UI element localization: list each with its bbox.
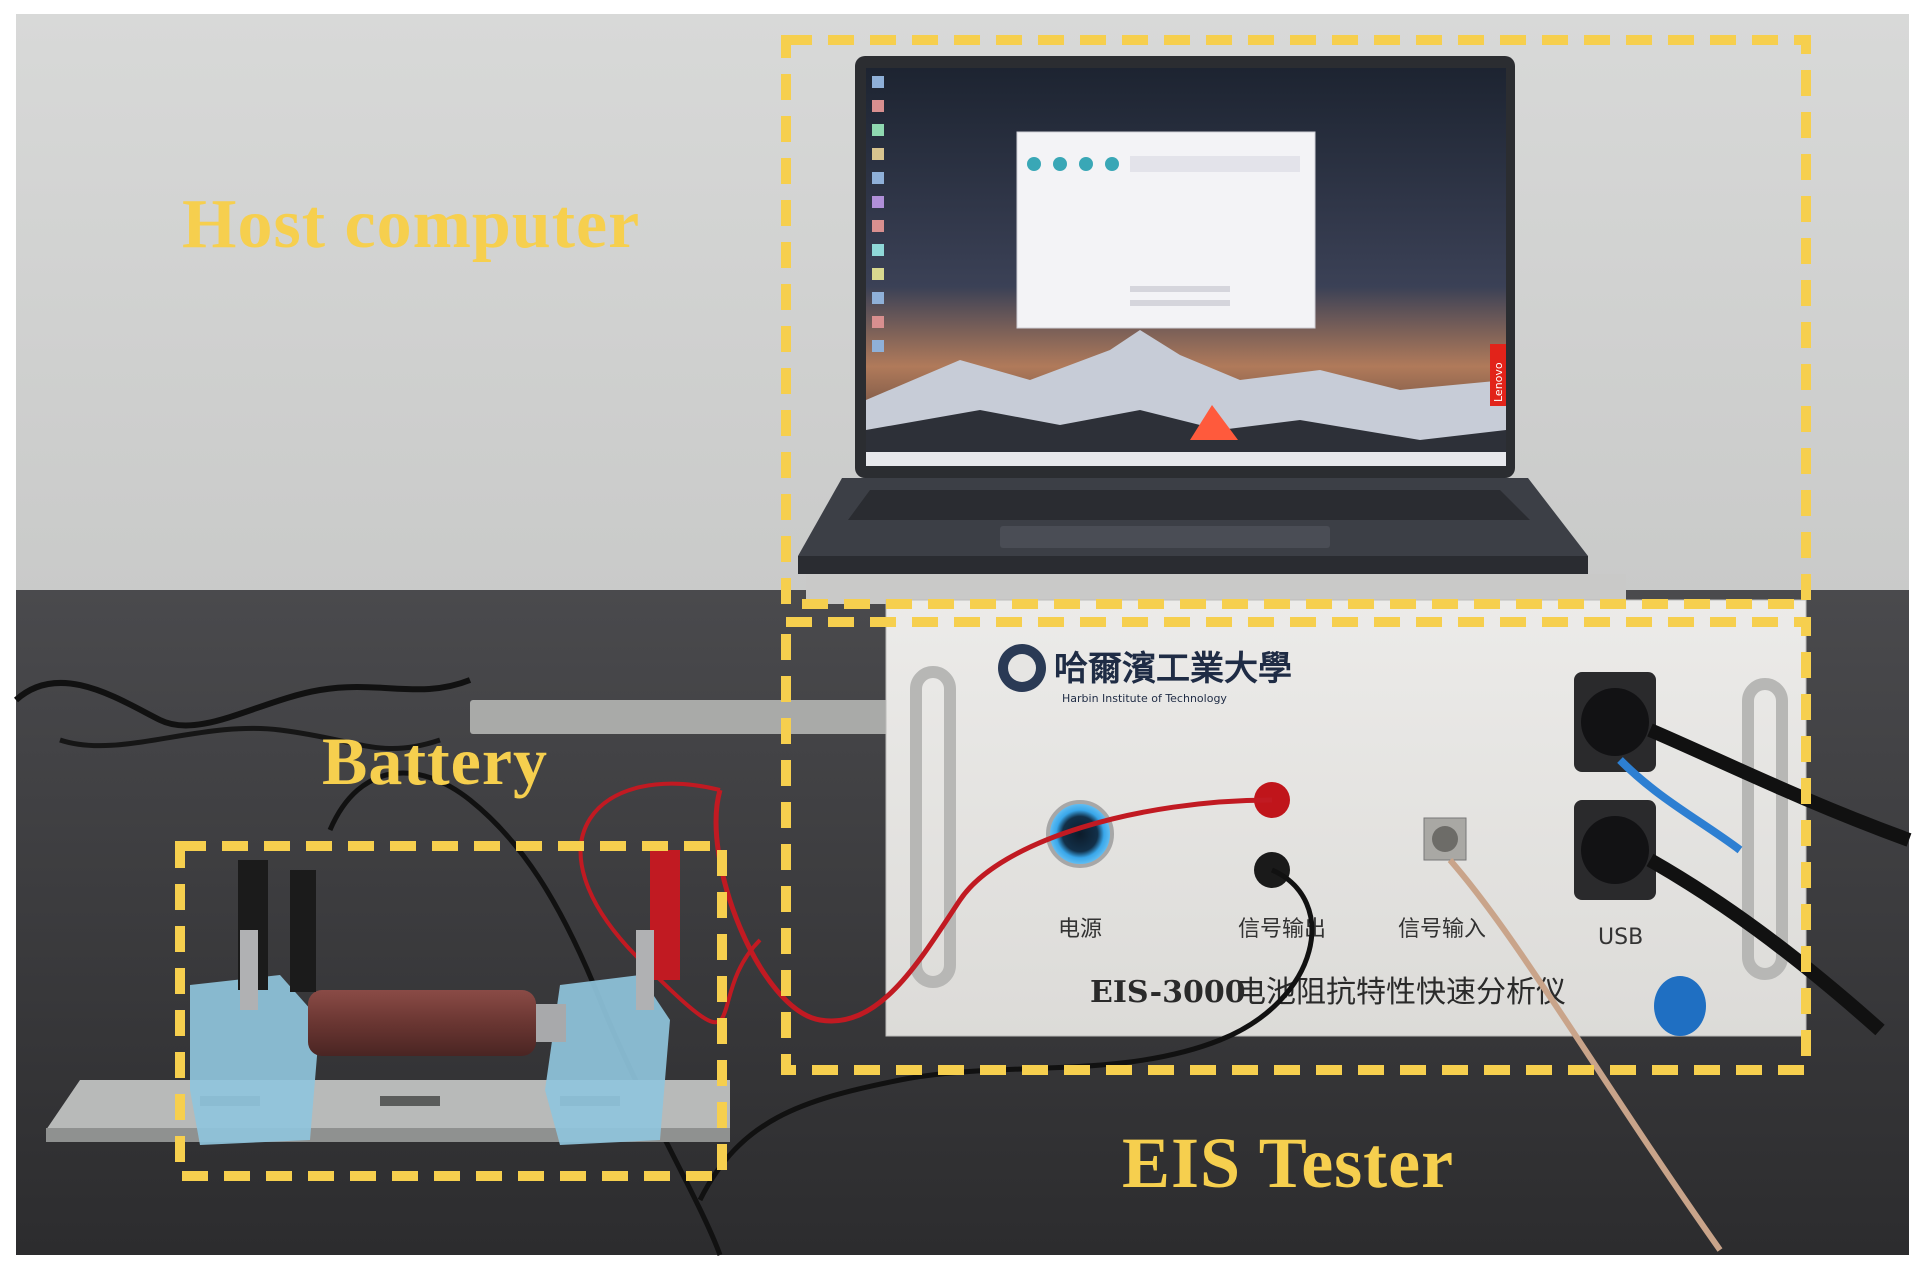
host-computer-label: Host computer [182, 186, 641, 263]
device-handle-left [910, 666, 956, 988]
battery-cell [308, 990, 536, 1056]
red-test-lead [713, 789, 1273, 1024]
highlight-box-battery [175, 841, 727, 1181]
black-usb-cable [1647, 723, 1912, 847]
power-label: 电源 [1058, 917, 1102, 942]
university-name-en: Harbin Institute of Technology [1062, 692, 1227, 705]
eis-tester-label: EIS Tester [1122, 1123, 1455, 1203]
model-code: EIS-3000 [1090, 975, 1246, 1010]
battery-rig [46, 850, 730, 1145]
laptop-brand: Lenovo [1492, 362, 1505, 402]
model-description: 电池阻抗特性快速分析仪 [1236, 975, 1566, 1010]
connector-cap [1654, 976, 1706, 1036]
university-name-cn: 哈爾濱工業大學 [1054, 649, 1292, 689]
black-usb-cable [1646, 853, 1885, 1036]
signal-input-label: 信号输入 [1398, 917, 1486, 942]
laptop: Lenovo [798, 56, 1588, 574]
device-handle-right [1742, 678, 1788, 980]
tent-icon [1190, 405, 1238, 440]
battery-holder-left[interactable] [190, 975, 320, 1145]
alligator-clip-red[interactable] [650, 850, 680, 980]
highlight-box-eis [781, 617, 1811, 1075]
eis-tester-device: 哈爾濱工業大學 Harbin Institute of Technology 电… [806, 574, 1807, 1037]
background-cable [59, 725, 441, 752]
highlight-box-host [781, 35, 1811, 609]
screen-taskbar [866, 452, 1506, 466]
lenovo-badge [1490, 344, 1506, 406]
battery-label: Battery [322, 723, 549, 799]
blue-strap [1617, 757, 1743, 854]
black-test-lead [327, 770, 723, 1256]
coax-cable [1447, 858, 1723, 1252]
power-button[interactable] [1046, 800, 1114, 868]
battery-holder-right[interactable] [545, 975, 670, 1145]
background-cable [13, 677, 472, 729]
usb-label: USB [1598, 925, 1643, 950]
